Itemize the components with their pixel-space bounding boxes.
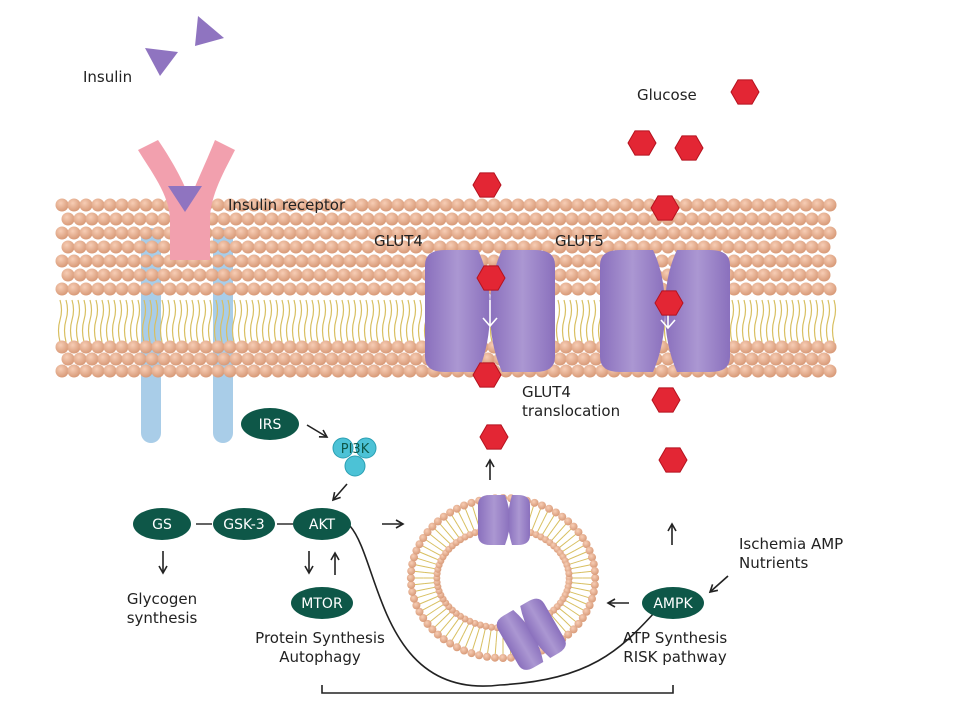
node-gsk3: GSK-3 bbox=[213, 508, 275, 540]
node-gs: GS bbox=[133, 508, 191, 540]
node-ampk: AMPK bbox=[642, 587, 704, 619]
glucose-icon bbox=[476, 265, 506, 291]
pathway-arrows bbox=[158, 424, 729, 608]
glut4-label: GLUT4 bbox=[374, 232, 423, 250]
glucose-icon bbox=[650, 195, 680, 221]
glut5-label: GLUT5 bbox=[555, 232, 604, 250]
glut5-transporter bbox=[600, 250, 730, 372]
svg-text:MTOR: MTOR bbox=[301, 596, 343, 612]
svg-text:IRS: IRS bbox=[259, 417, 282, 433]
glucose-icon bbox=[658, 447, 688, 473]
glucose-icon bbox=[479, 424, 509, 450]
glucose-icon bbox=[472, 362, 502, 388]
glucose-icon bbox=[730, 79, 760, 105]
vesicle-glut4-top bbox=[478, 495, 530, 545]
glucose-molecules bbox=[472, 79, 760, 473]
svg-text:AMPK: AMPK bbox=[653, 596, 693, 612]
insulin-receptor bbox=[138, 140, 235, 260]
glucose-icon bbox=[627, 130, 657, 156]
insulin-receptor-label: Insulin receptor bbox=[228, 196, 346, 214]
node-irs: IRS bbox=[241, 408, 299, 440]
receptor-blue-stalks bbox=[141, 228, 233, 443]
node-akt: AKT bbox=[293, 508, 351, 540]
insulin-icon bbox=[195, 16, 224, 46]
glucose-label: Glucose bbox=[637, 86, 697, 104]
svg-text:PI3K: PI3K bbox=[341, 442, 370, 457]
glucose-icon bbox=[674, 135, 704, 161]
akt-ampk-connector bbox=[349, 525, 656, 687]
svg-text:AKT: AKT bbox=[309, 517, 336, 533]
glucose-icon bbox=[651, 387, 681, 413]
bound-insulin-icon bbox=[168, 186, 202, 212]
node-mtor: MTOR bbox=[291, 587, 353, 619]
glucose-icon bbox=[654, 290, 684, 316]
insulin-label: Insulin bbox=[83, 68, 132, 86]
glut4-transporter bbox=[425, 250, 555, 372]
node-pi3k: PI3K bbox=[332, 437, 377, 477]
insulin-icon bbox=[145, 48, 178, 76]
glucose-icon bbox=[472, 172, 502, 198]
svg-text:GSK-3: GSK-3 bbox=[223, 517, 264, 533]
svg-text:GS: GS bbox=[152, 517, 172, 533]
down-arrow-icon bbox=[482, 300, 498, 328]
vesicle-glut4-bottom bbox=[496, 598, 566, 670]
bracket-line bbox=[321, 685, 674, 694]
